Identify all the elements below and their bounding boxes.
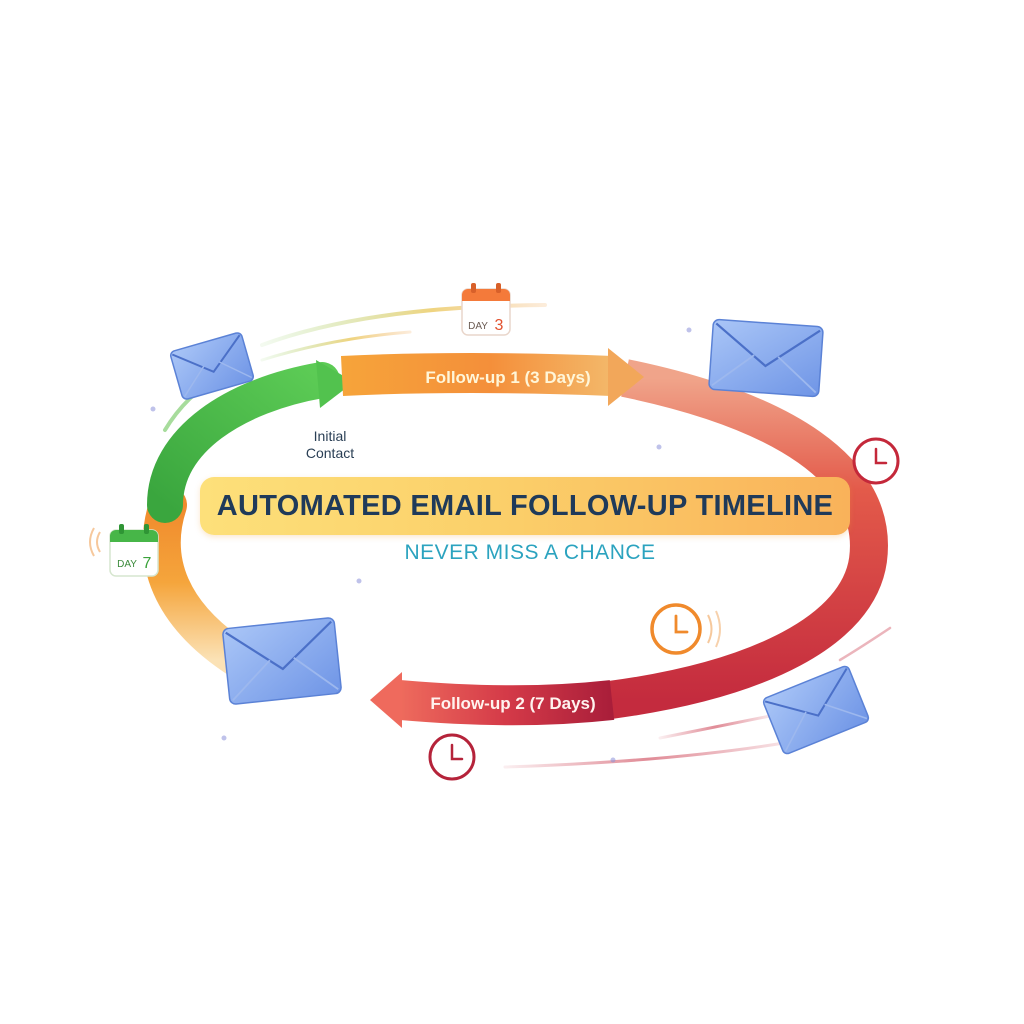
subtitle: NEVER MISS A CHANCE	[404, 541, 656, 564]
day-7-prefix: DAY	[117, 559, 137, 570]
followup-1-label: Follow-up 1 (3 Days)	[425, 368, 590, 387]
followup-2-arrow	[370, 672, 615, 728]
envelope-icon	[169, 332, 255, 400]
clock-icon	[428, 733, 476, 781]
day-3-prefix: DAY	[468, 321, 488, 332]
calendar-icon-day-7: DAY 7	[89, 524, 159, 577]
envelope-icon	[222, 617, 342, 705]
initial-contact-line-1: Initial	[313, 428, 347, 444]
initial-contact-arrow	[147, 360, 354, 523]
decorative-dots	[150, 327, 692, 763]
clock-icon	[852, 437, 900, 485]
envelope-icon	[708, 318, 824, 398]
followup-1-arrow	[340, 348, 644, 406]
arc-waiting-segment	[607, 359, 888, 719]
arc-return-segment	[142, 486, 259, 679]
clock-icon	[650, 603, 721, 655]
day-3-number: 3	[495, 317, 504, 334]
initial-contact-label: Initial Contact	[290, 428, 370, 462]
initial-contact-line-2: Contact	[305, 445, 355, 461]
title-banner: AUTOMATED EMAIL FOLLOW-UP TIMELINE	[200, 477, 850, 535]
day-7-number: 7	[143, 555, 152, 572]
envelope-icon	[762, 665, 870, 755]
calendar-icon-day-3: DAY 3	[461, 283, 511, 336]
page-title: AUTOMATED EMAIL FOLLOW-UP TIMELINE	[216, 489, 834, 522]
followup-2-label: Follow-up 2 (7 Days)	[430, 694, 595, 713]
